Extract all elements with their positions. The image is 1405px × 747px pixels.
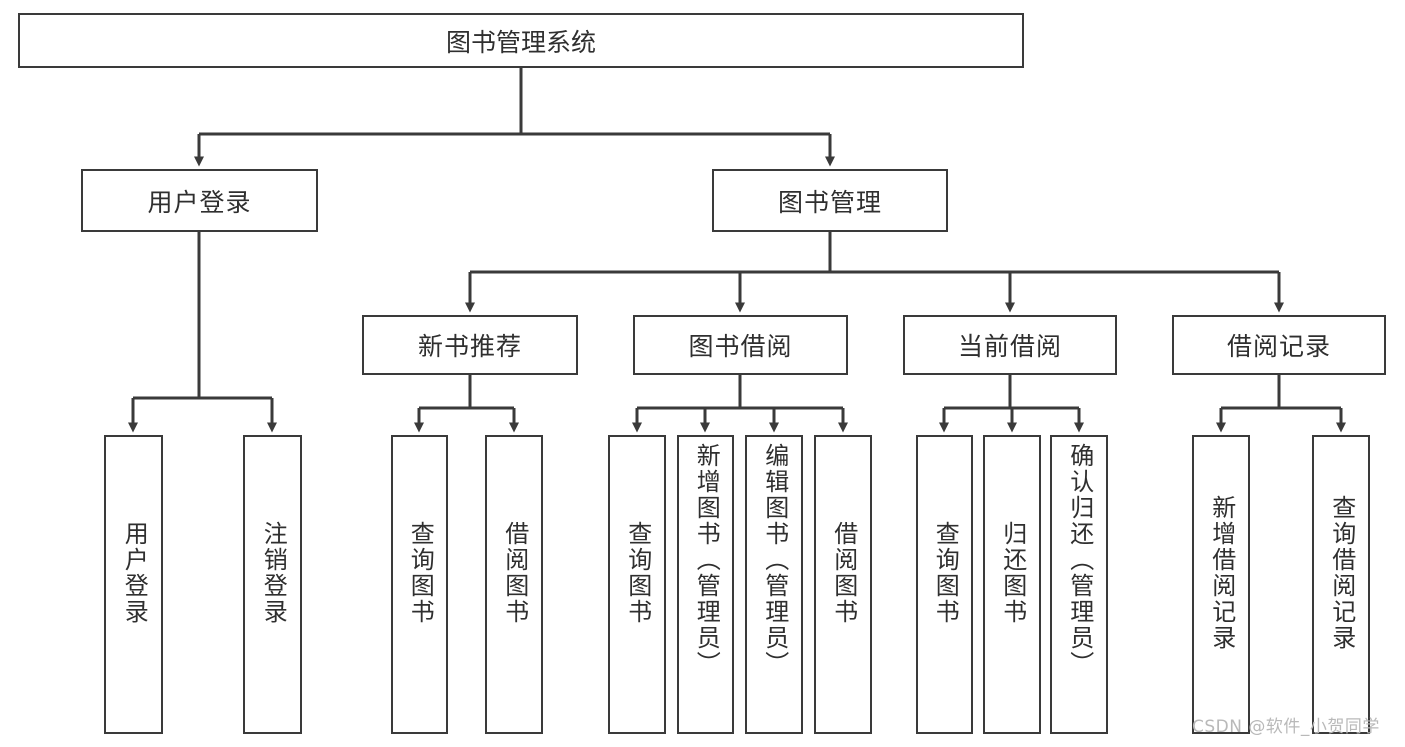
leaf-return-book-label: 归还图书 bbox=[998, 521, 1027, 625]
node-root-system[interactable]: 图书管理系统 bbox=[18, 13, 1024, 68]
leaf-query-book-cur[interactable]: 查询图书 bbox=[916, 435, 973, 734]
leaf-edit-book-label: 编辑图书（管理员） bbox=[760, 443, 789, 677]
leaf-confirm-return[interactable]: 确认归还（管理员） bbox=[1050, 435, 1108, 734]
node-book-borrow-label: 图书借阅 bbox=[688, 332, 793, 361]
leaf-add-record[interactable]: 新增借阅记录 bbox=[1192, 435, 1250, 734]
leaf-query-book-cur-label: 查询图书 bbox=[931, 521, 960, 625]
leaf-logout-label: 注销登录 bbox=[259, 521, 288, 625]
leaf-add-book[interactable]: 新增图书（管理员） bbox=[677, 435, 734, 734]
node-borrow-record[interactable]: 借阅记录 bbox=[1172, 315, 1386, 375]
leaf-query-book-borrow[interactable]: 查询图书 bbox=[608, 435, 666, 734]
node-current-borrow-label: 当前借阅 bbox=[957, 332, 1062, 361]
node-root-label: 图书管理系统 bbox=[445, 27, 596, 57]
node-book-manage-label: 图书管理 bbox=[777, 187, 882, 217]
leaf-borrow-book-label: 借阅图书 bbox=[829, 521, 858, 625]
leaf-borrow-book-rec-label: 借阅图书 bbox=[500, 521, 529, 625]
leaf-logout[interactable]: 注销登录 bbox=[243, 435, 302, 734]
node-book-manage[interactable]: 图书管理 bbox=[712, 169, 948, 232]
node-book-borrow[interactable]: 图书借阅 bbox=[633, 315, 848, 375]
leaf-borrow-book-rec[interactable]: 借阅图书 bbox=[485, 435, 543, 734]
leaf-query-book-rec[interactable]: 查询图书 bbox=[391, 435, 448, 734]
leaf-query-book-borrow-label: 查询图书 bbox=[623, 521, 652, 625]
leaf-user-login-label: 用户登录 bbox=[120, 521, 149, 625]
leaf-return-book[interactable]: 归还图书 bbox=[983, 435, 1041, 734]
leaf-user-login[interactable]: 用户登录 bbox=[104, 435, 163, 734]
node-current-borrow[interactable]: 当前借阅 bbox=[903, 315, 1117, 375]
leaf-query-book-rec-label: 查询图书 bbox=[406, 521, 435, 625]
leaf-borrow-book[interactable]: 借阅图书 bbox=[814, 435, 872, 734]
watermark-text: CSDN @软件_小贺同学 bbox=[1192, 717, 1380, 737]
leaf-add-book-label: 新增图书（管理员） bbox=[692, 443, 721, 677]
leaf-edit-book[interactable]: 编辑图书（管理员） bbox=[745, 435, 803, 734]
node-new-book-recommend[interactable]: 新书推荐 bbox=[362, 315, 578, 375]
leaf-add-record-label: 新增借阅记录 bbox=[1207, 495, 1236, 651]
leaf-confirm-return-label: 确认归还（管理员） bbox=[1065, 443, 1094, 677]
leaf-query-record[interactable]: 查询借阅记录 bbox=[1312, 435, 1370, 734]
node-user-login[interactable]: 用户登录 bbox=[81, 169, 318, 232]
leaf-query-record-label: 查询借阅记录 bbox=[1327, 495, 1356, 651]
node-user-login-label: 用户登录 bbox=[147, 187, 252, 217]
node-borrow-record-label: 借阅记录 bbox=[1226, 332, 1331, 361]
node-new-book-recommend-label: 新书推荐 bbox=[417, 332, 522, 361]
